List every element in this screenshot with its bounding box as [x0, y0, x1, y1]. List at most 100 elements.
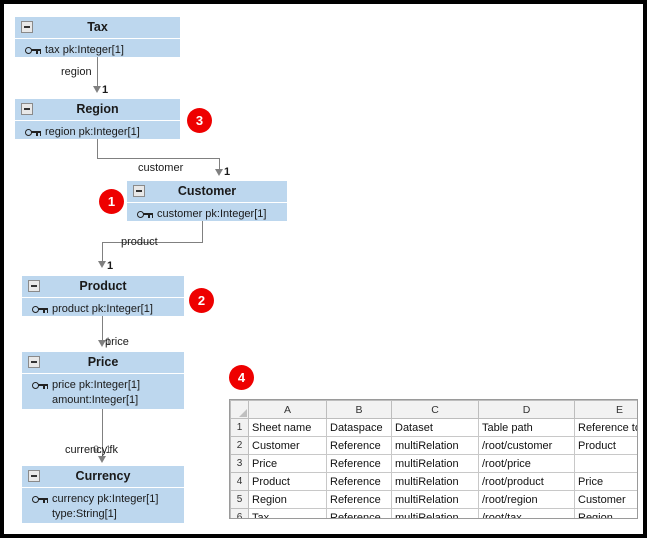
- cell-b6[interactable]: Reference: [326, 508, 392, 518]
- cell-a5[interactable]: Region: [248, 490, 327, 509]
- row-header-6[interactable]: 6: [230, 508, 249, 518]
- entity-product-title: Product: [79, 279, 127, 293]
- entity-product[interactable]: Product product pk:Integer[1]: [22, 276, 184, 316]
- badge-2: 2: [189, 288, 214, 313]
- cell-a2[interactable]: Customer: [248, 436, 327, 455]
- cell-c4[interactable]: multiRelation: [391, 472, 479, 491]
- entity-tax-header: Tax: [15, 17, 180, 39]
- primary-key-icon: [25, 129, 42, 136]
- collapse-minus-icon[interactable]: [28, 470, 40, 482]
- cell-d4[interactable]: /root/product: [478, 472, 575, 491]
- cell-d2[interactable]: /root/customer: [478, 436, 575, 455]
- cell-d3[interactable]: /root/price: [478, 454, 575, 473]
- cell-e5[interactable]: Customer: [574, 490, 637, 509]
- attribute-row: type:String[1]: [22, 507, 184, 522]
- diagram-canvas: Tax tax pk:Integer[1] region 1 Region: [4, 4, 643, 534]
- cell-d1[interactable]: Table path: [478, 418, 575, 437]
- entity-region-header: Region: [15, 99, 180, 121]
- cell-b3[interactable]: Reference: [326, 454, 392, 473]
- entity-customer-title: Customer: [177, 184, 237, 198]
- entity-tax[interactable]: Tax tax pk:Integer[1]: [15, 17, 180, 57]
- table-row[interactable]: 4 Product Reference multiRelation /root/…: [230, 472, 637, 491]
- relation-mult-product: 1: [107, 260, 114, 272]
- table-row[interactable]: 1 Sheet name Dataspace Dataset Table pat…: [230, 418, 637, 437]
- row-header-5[interactable]: 5: [230, 490, 249, 509]
- entity-customer-body: customer pk:Integer[1]: [127, 203, 287, 227]
- table-row[interactable]: 5 Region Reference multiRelation /root/r…: [230, 490, 637, 509]
- entity-tax-title: Tax: [87, 20, 108, 34]
- connector-region-customer-down: [97, 139, 99, 159]
- relation-label-customer: customer: [138, 162, 184, 174]
- cell-e3[interactable]: [574, 454, 637, 473]
- entity-price-header: Price: [22, 352, 184, 374]
- cell-a4[interactable]: Product: [248, 472, 327, 491]
- attribute-row: tax pk:Integer[1]: [15, 43, 180, 58]
- attribute-label: type:String[1]: [52, 508, 117, 520]
- column-header-a[interactable]: A: [248, 400, 327, 419]
- attribute-label: currency pk:Integer[1]: [52, 493, 159, 505]
- connector-customer-product-across: [102, 242, 203, 244]
- collapse-minus-icon[interactable]: [133, 185, 145, 197]
- column-header-c[interactable]: C: [391, 400, 479, 419]
- relation-mult-currency: 0..1: [93, 444, 112, 456]
- collapse-minus-icon[interactable]: [21, 103, 33, 115]
- cell-c2[interactable]: multiRelation: [391, 436, 479, 455]
- row-header-2[interactable]: 2: [230, 436, 249, 455]
- entity-currency-body: currency pk:Integer[1] type:String[1]: [22, 488, 184, 527]
- cell-d6[interactable]: /root/tax: [478, 508, 575, 518]
- cell-b1[interactable]: Dataspace: [326, 418, 392, 437]
- cell-e2[interactable]: Product: [574, 436, 637, 455]
- column-header-e[interactable]: E: [574, 400, 637, 419]
- connector-arrow-price-currency: [97, 456, 106, 463]
- entity-tax-body: tax pk:Integer[1]: [15, 39, 180, 63]
- column-header-b[interactable]: B: [326, 400, 392, 419]
- relation-label-currency-fk: currency.fk: [65, 444, 118, 456]
- table-row[interactable]: 3 Price Reference multiRelation /root/pr…: [230, 454, 637, 473]
- row-header-4[interactable]: 4: [230, 472, 249, 491]
- cell-b5[interactable]: Reference: [326, 490, 392, 509]
- cell-b4[interactable]: Reference: [326, 472, 392, 491]
- cell-a6[interactable]: Tax: [248, 508, 327, 518]
- row-header-3[interactable]: 3: [230, 454, 249, 473]
- entity-currency-header: Currency: [22, 466, 184, 488]
- primary-key-icon: [32, 496, 49, 503]
- entity-region[interactable]: Region region pk:Integer[1]: [15, 99, 180, 139]
- spreadsheet-panel[interactable]: A B C D E 1 Sheet name Dataspace Dataset: [229, 399, 638, 519]
- attribute-row: customer pk:Integer[1]: [127, 207, 287, 222]
- connector-price-currency: [102, 409, 104, 461]
- cell-c1[interactable]: Dataset: [391, 418, 479, 437]
- cell-b2[interactable]: Reference: [326, 436, 392, 455]
- select-all-corner[interactable]: [230, 400, 249, 419]
- attribute-row: amount:Integer[1]: [22, 393, 184, 408]
- column-header-d[interactable]: D: [478, 400, 575, 419]
- table-row[interactable]: 2 Customer Reference multiRelation /root…: [230, 436, 637, 455]
- cell-e6[interactable]: Region: [574, 508, 637, 518]
- collapse-minus-icon[interactable]: [28, 356, 40, 368]
- attribute-label: product pk:Integer[1]: [52, 303, 153, 315]
- spreadsheet-column-header-row: A B C D E: [230, 400, 637, 419]
- collapse-minus-icon[interactable]: [21, 21, 33, 33]
- entity-customer[interactable]: Customer customer pk:Integer[1]: [127, 181, 287, 221]
- entity-currency-title: Currency: [75, 469, 131, 483]
- cell-c5[interactable]: multiRelation: [391, 490, 479, 509]
- primary-key-icon: [25, 47, 42, 54]
- attribute-row: region pk:Integer[1]: [15, 125, 180, 140]
- cell-a1[interactable]: Sheet name: [248, 418, 327, 437]
- entity-price[interactable]: Price price pk:Integer[1] amount:Integer…: [22, 352, 184, 409]
- collapse-minus-icon[interactable]: [28, 280, 40, 292]
- connector-region-customer-across: [97, 158, 220, 160]
- cell-e1[interactable]: Reference to: [574, 418, 637, 437]
- entity-product-header: Product: [22, 276, 184, 298]
- table-row[interactable]: 6 Tax Reference multiRelation /root/tax …: [230, 508, 637, 518]
- connector-arrow-region-customer: [215, 169, 223, 176]
- cell-d5[interactable]: /root/region: [478, 490, 575, 509]
- attribute-row: currency pk:Integer[1]: [22, 492, 184, 507]
- entity-currency[interactable]: Currency currency pk:Integer[1] type:Str…: [22, 466, 184, 523]
- cell-c6[interactable]: multiRelation: [391, 508, 479, 518]
- cell-a3[interactable]: Price: [248, 454, 327, 473]
- cell-e4[interactable]: Price: [574, 472, 637, 491]
- connector-customer-product-drop: [102, 242, 104, 265]
- cell-c3[interactable]: multiRelation: [391, 454, 479, 473]
- row-header-1[interactable]: 1: [230, 418, 249, 437]
- entity-region-title: Region: [76, 102, 119, 116]
